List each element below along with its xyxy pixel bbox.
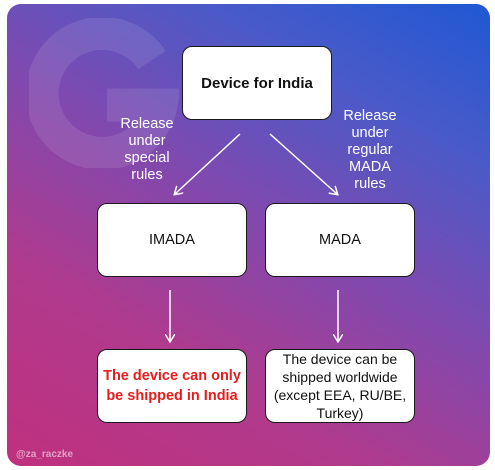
arrow-top-to-imada <box>175 133 241 194</box>
diagram-canvas: Device for India Release under special r… <box>7 4 490 466</box>
worldwide-result-text: The device can be shipped worldwide (exc… <box>273 351 407 421</box>
diagram-arrows <box>7 133 490 466</box>
regular-rules-line-3: regular <box>347 142 393 158</box>
special-rules-label: Release under special rules <box>107 116 187 184</box>
india-only-result-text: The device can only be shipped in India <box>103 368 241 404</box>
worldwide-result-node: The device can be shipped worldwide (exc… <box>265 349 415 423</box>
special-rules-line-3: special <box>124 150 170 166</box>
special-rules-line-1: Release <box>120 116 174 132</box>
regular-rules-line-5: rules <box>354 176 386 192</box>
special-rules-line-2: under <box>128 133 166 149</box>
special-rules-line-4: rules <box>131 167 163 183</box>
author-credit: @za_raczke <box>16 449 74 460</box>
regular-rules-line-1: Release <box>343 108 397 124</box>
imada-node: IMADA <box>97 203 247 277</box>
arrow-top-to-mada <box>269 133 337 194</box>
device-for-india-node: Device for India <box>182 46 332 120</box>
regular-rules-line-2: under <box>351 125 389 141</box>
mada-label: MADA <box>319 232 361 248</box>
india-only-result-node: The device can only be shipped in India <box>97 349 247 423</box>
regular-rules-line-4: MADA <box>349 159 391 175</box>
device-for-india-label: Device for India <box>201 74 313 92</box>
google-g-icon <box>29 18 179 168</box>
regular-mada-rules-label: Release under regular MADA rules <box>330 108 410 193</box>
imada-label: IMADA <box>149 232 195 248</box>
mada-node: MADA <box>265 203 415 277</box>
